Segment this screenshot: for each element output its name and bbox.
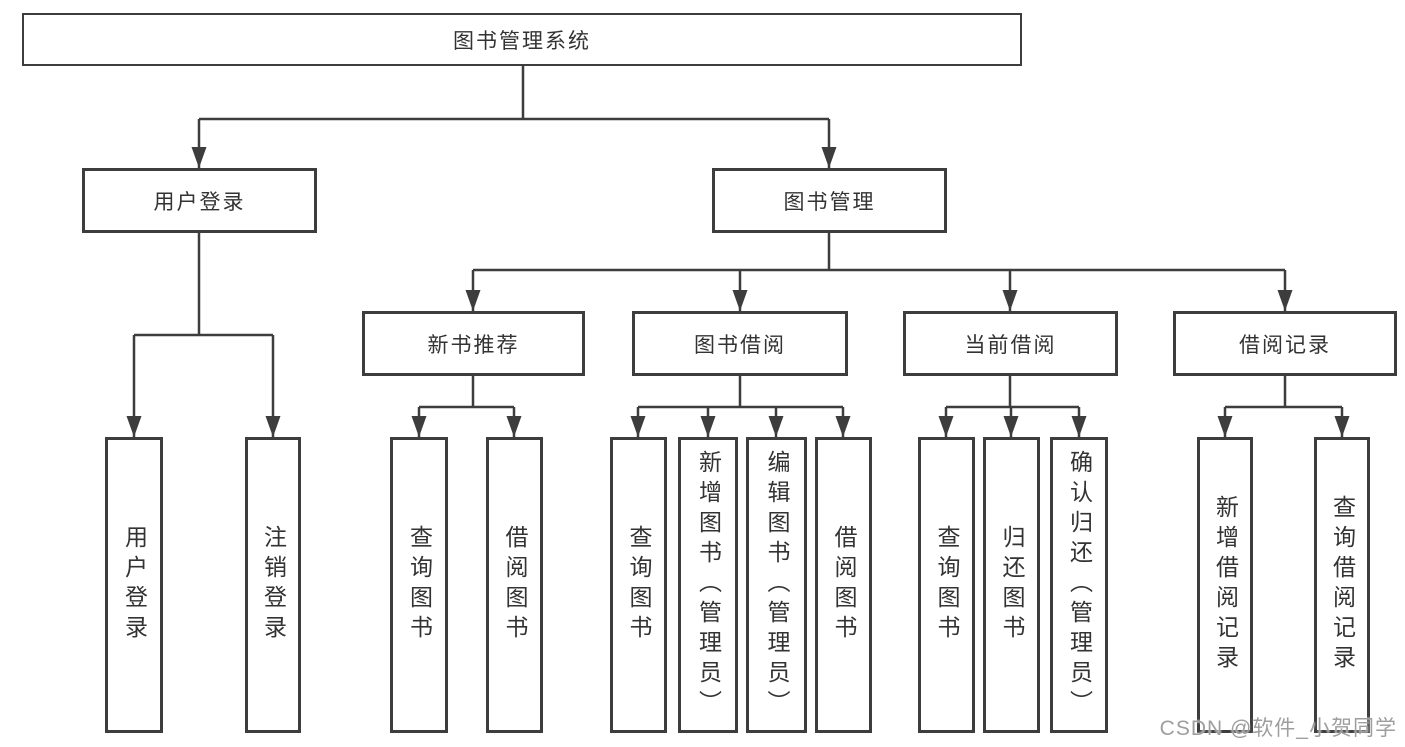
leaf-borrow-books-borrow: 借阅图书: [815, 437, 872, 733]
node-root-library-system: 图书管理系统: [22, 13, 1022, 66]
leaf-return-books: 归还图书: [983, 437, 1040, 733]
leaf-query-books-borrow: 查询图书: [610, 437, 667, 733]
node-book-borrow: 图书借阅: [632, 311, 848, 376]
leaf-borrow-books-recommend: 借阅图书: [486, 437, 543, 733]
leaf-logout: 注销登录: [245, 437, 301, 733]
leaf-add-books-admin: 新增图书（管理员）: [678, 437, 738, 733]
csdn-watermark: CSDN @软件_小贺同学: [1159, 717, 1397, 740]
leaf-edit-books-admin: 编辑图书（管理员）: [746, 437, 807, 733]
leaf-add-borrow-record: 新增借阅记录: [1197, 437, 1253, 733]
leaf-confirm-return-admin: 确认归还（管理员）: [1050, 437, 1108, 733]
node-book-management: 图书管理: [712, 168, 947, 233]
leaf-query-books-recommend: 查询图书: [390, 437, 448, 733]
node-user-login: 用户登录: [82, 168, 317, 233]
node-borrow-records: 借阅记录: [1173, 311, 1397, 376]
leaf-query-borrow-record: 查询借阅记录: [1314, 437, 1370, 733]
leaf-user-login: 用户登录: [105, 437, 163, 733]
leaf-query-books-current: 查询图书: [918, 437, 975, 733]
node-new-book-recommend: 新书推荐: [362, 311, 585, 376]
node-current-borrow: 当前借阅: [903, 311, 1118, 376]
